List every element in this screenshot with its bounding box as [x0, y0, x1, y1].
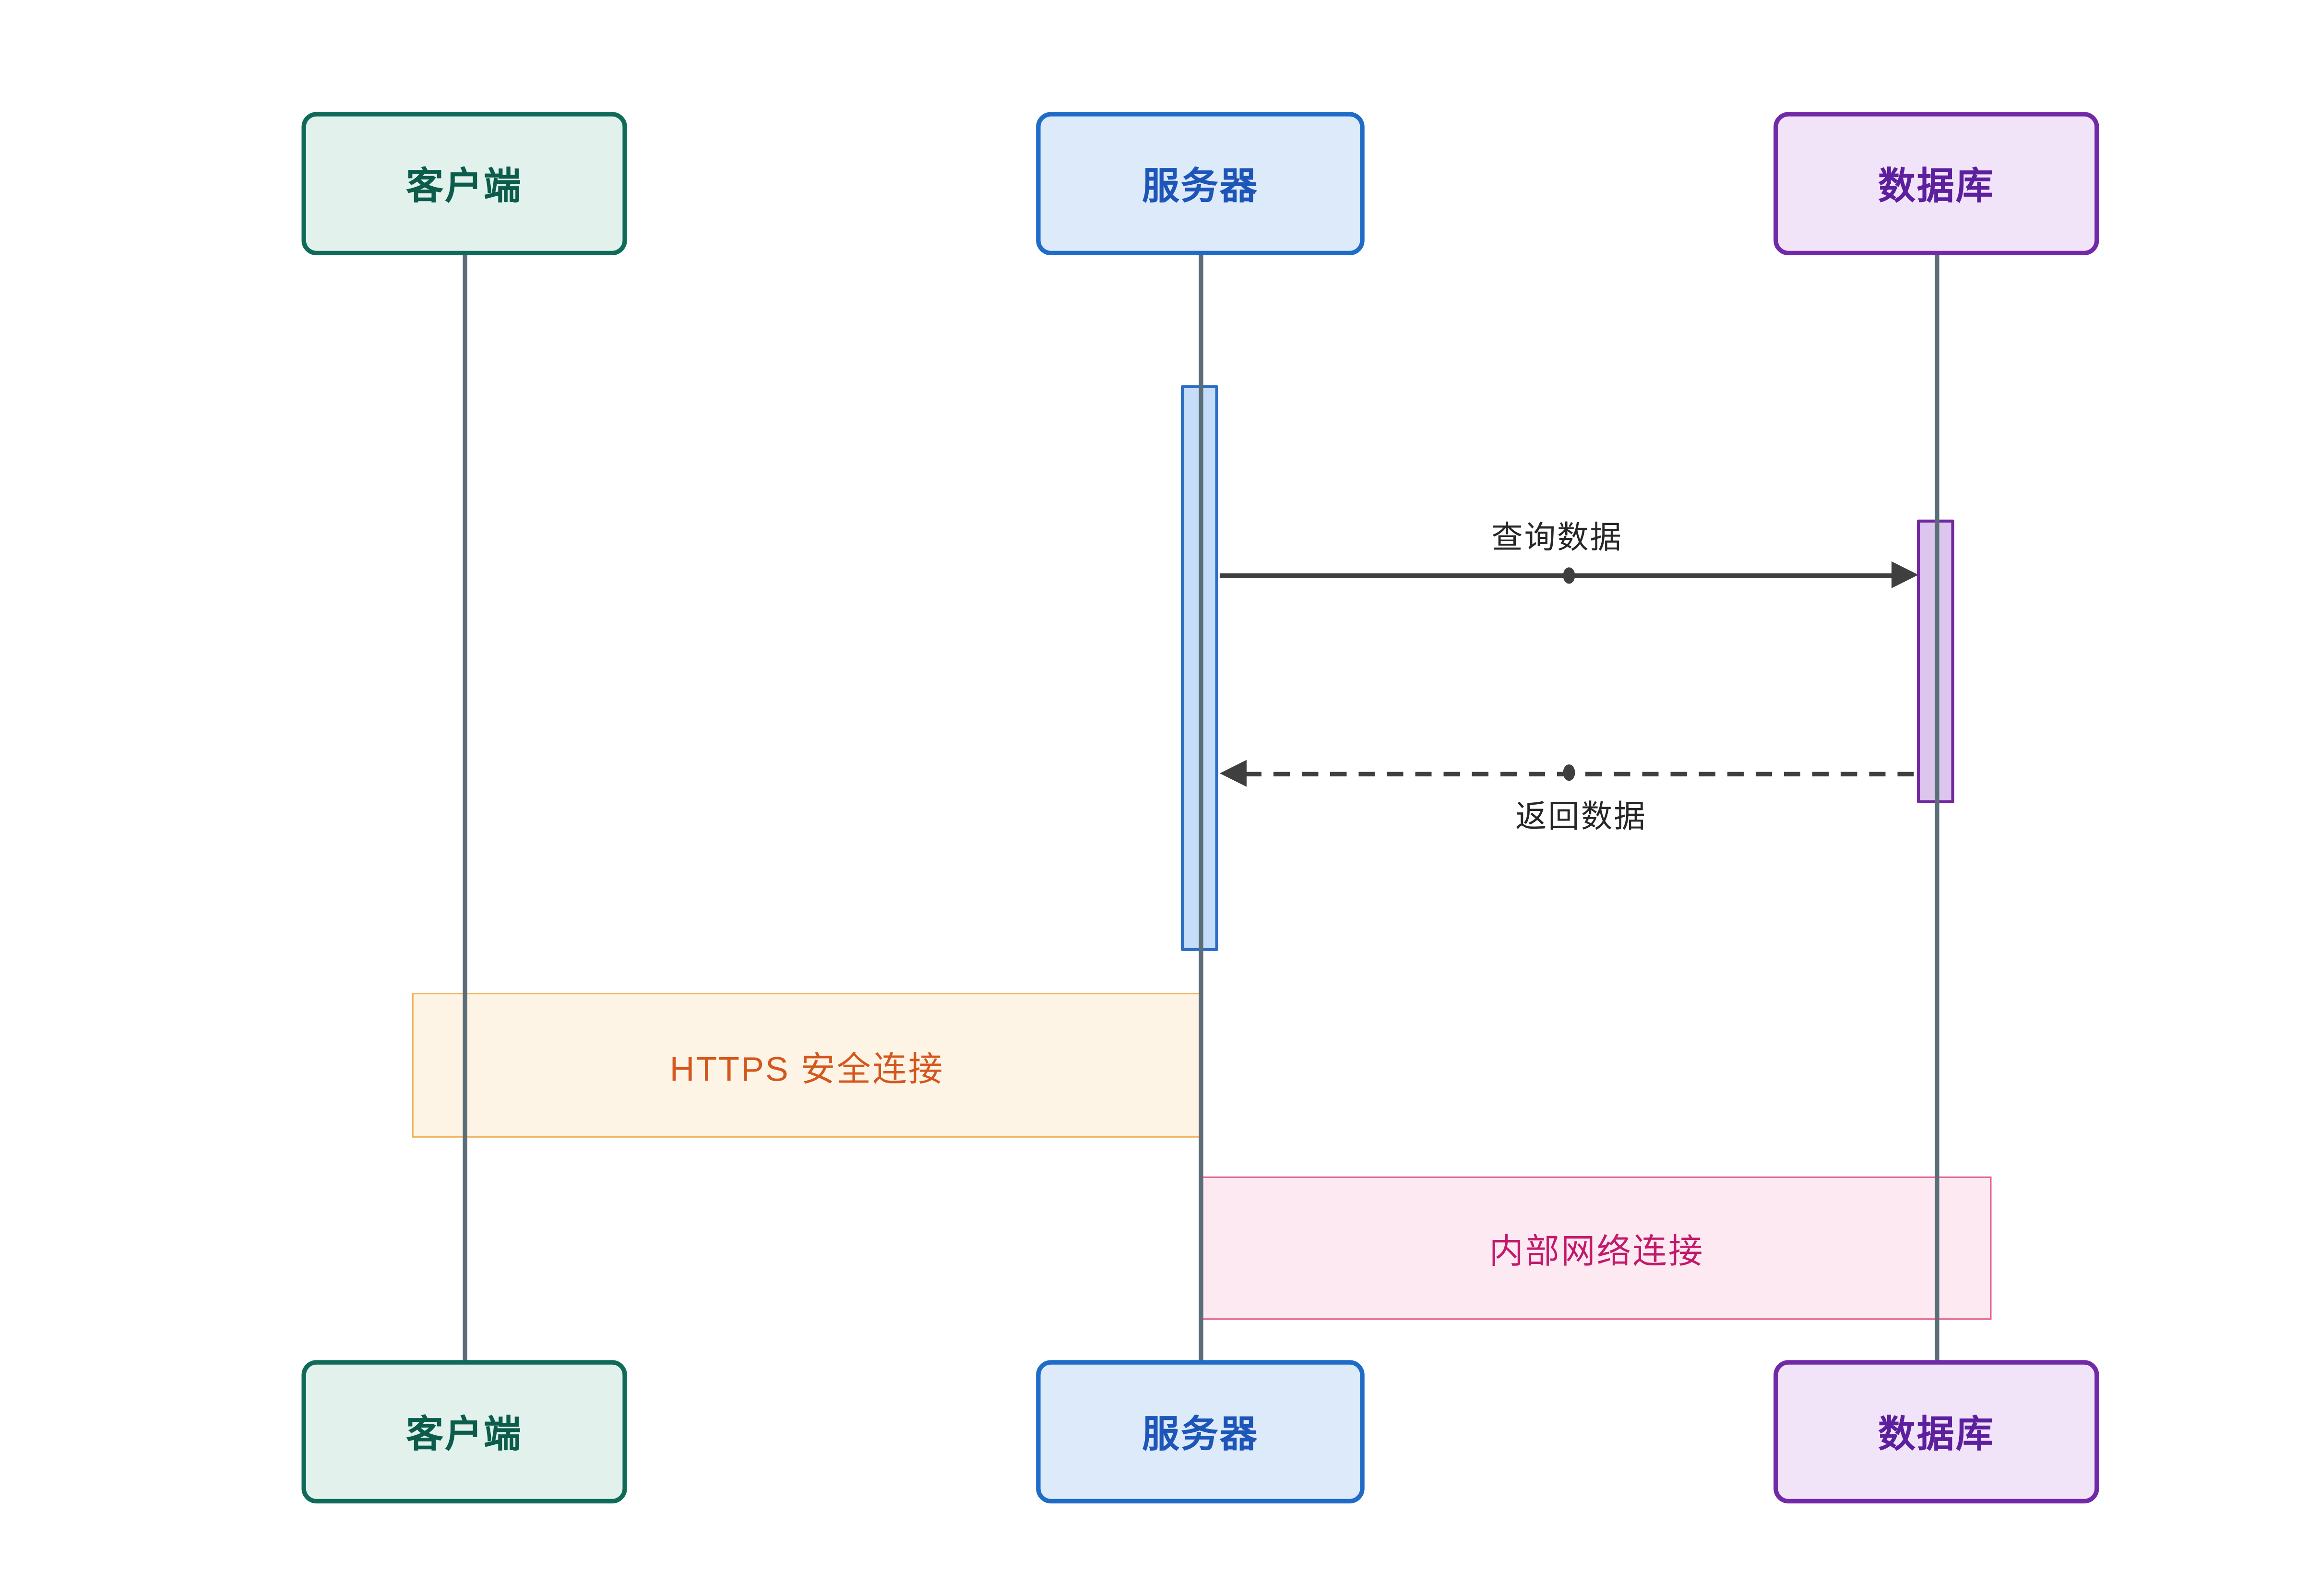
actor-server-bottom-label: 服务器 — [1142, 1414, 1259, 1456]
message-query-label: 查询数据 — [1491, 521, 1623, 556]
actor-server-bottom: 服务器 — [1036, 1360, 1365, 1504]
highlight-internal-network: 内部网络连接 — [1202, 1176, 1992, 1320]
actor-server-top-label: 服务器 — [1142, 166, 1259, 208]
actor-database-bottom: 数据库 — [1773, 1360, 2099, 1504]
message-query-midpoint-dot — [1563, 567, 1575, 584]
highlight-https-connection: HTTPS 安全连接 — [412, 993, 1202, 1138]
actor-database-top-label: 数据库 — [1878, 166, 1995, 208]
message-query-line — [1219, 573, 1895, 577]
actor-database-bottom-label: 数据库 — [1878, 1414, 1995, 1456]
actor-client-bottom: 客户端 — [301, 1360, 627, 1504]
message-return-line — [1245, 772, 1917, 776]
actor-client-top-label: 客户端 — [406, 166, 523, 208]
highlight-internal-label: 内部网络连接 — [1489, 1231, 1704, 1271]
lifeline-client — [463, 253, 467, 1362]
actor-database-top: 数据库 — [1773, 112, 2099, 256]
actor-client-top: 客户端 — [301, 112, 627, 256]
lifeline-database — [1935, 253, 1939, 1362]
message-return-label: 返回数据 — [1515, 800, 1647, 835]
actor-server-top: 服务器 — [1036, 112, 1365, 256]
arrowhead-left-icon — [1219, 760, 1247, 787]
lifeline-server — [1199, 253, 1203, 1362]
actor-client-bottom-label: 客户端 — [406, 1414, 523, 1456]
message-return-midpoint-dot — [1563, 764, 1575, 781]
arrowhead-right-icon — [1892, 561, 1919, 588]
highlight-https-label: HTTPS 安全连接 — [669, 1048, 944, 1088]
